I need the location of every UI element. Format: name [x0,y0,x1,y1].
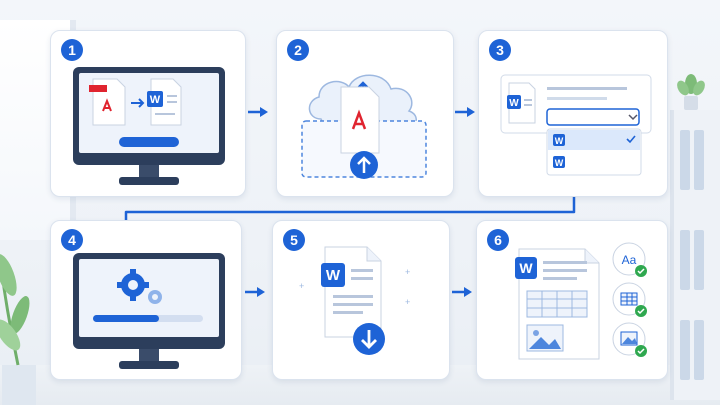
step-number-badge: 2 [287,39,309,61]
arrow-right-icon [245,287,265,297]
arrow-right-icon [455,107,475,117]
chevron-down-icon [628,114,638,121]
step-3-card: 3 W W W [478,30,668,197]
monitor-icon: W [73,67,225,185]
step-1-card: 1 W [50,30,246,197]
svg-text:W: W [509,98,519,109]
step-2-card: 2 [276,30,454,197]
svg-text:+: + [299,281,304,291]
step-number-badge: 1 [61,39,83,61]
step-number-badge: 5 [283,229,305,251]
step-6-card: 6 W Aa [476,220,668,380]
row-connector-line [124,194,576,226]
svg-text:+: + [405,297,410,307]
table-graphic [526,290,588,318]
arrow-right-icon [452,287,472,297]
word-file-icon: W Aa [515,242,647,360]
word-file-icon: W [507,82,536,124]
word-file-icon: W + + + [299,246,410,355]
gear-icon [117,269,162,304]
pdf-file-icon [89,78,126,126]
step-4-card: 4 [50,220,242,380]
svg-text:W: W [150,94,161,106]
font-check-icon: Aa [612,242,647,277]
svg-text:Aa: Aa [622,253,637,267]
step-number-badge: 3 [489,39,511,61]
word-file-icon: W [147,78,182,126]
monitor-icon [73,253,225,369]
plant-icon [0,254,36,405]
background-shelf [670,110,720,400]
image-graphic [526,324,564,352]
svg-text:W: W [555,158,564,168]
format-dropdown-icon: W W W [500,74,652,176]
svg-text:W: W [519,260,533,276]
cloud-upload-icon [301,74,427,179]
svg-text:+: + [405,267,410,277]
image-check-icon [612,322,647,357]
step-number-badge: 6 [487,229,509,251]
small-plant-icon [677,74,705,110]
svg-text:W: W [555,136,564,146]
svg-text:W: W [326,267,341,284]
arrow-right-icon [131,98,145,108]
convert-button-graphic [119,137,179,147]
pdf-file-icon [340,86,380,154]
table-check-icon [612,282,647,317]
progress-bar [93,315,159,322]
step-number-badge: 4 [61,229,83,251]
arrow-right-icon [248,107,268,117]
step-5-card: 5 W + + + [272,220,450,380]
check-icon [626,135,636,144]
